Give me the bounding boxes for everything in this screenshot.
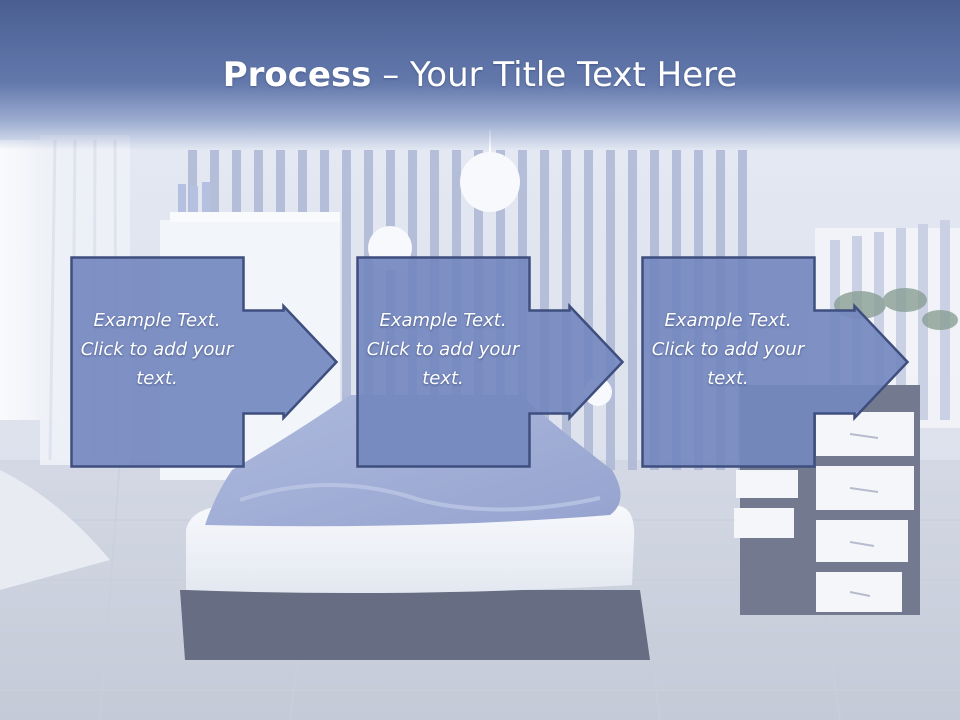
process-step-text[interactable]: Example Text. Click to add your text. bbox=[80, 310, 234, 389]
process-step-arrow-shape bbox=[641, 256, 910, 468]
title-rest-text: – Your Title Text Here bbox=[371, 55, 738, 95]
process-step-3[interactable]: Example Text. Click to add your text. bbox=[641, 256, 917, 468]
process-step-arrow-shape bbox=[70, 256, 339, 468]
slide-title[interactable]: Process – Your Title Text Here bbox=[0, 52, 960, 98]
title-bar bbox=[0, 0, 960, 150]
process-step-text[interactable]: Example Text. Click to add your text. bbox=[651, 310, 805, 389]
process-step-1[interactable]: Example Text. Click to add your text. bbox=[70, 256, 346, 468]
process-step-2[interactable]: Example Text. Click to add your text. bbox=[356, 256, 632, 468]
process-step-text[interactable]: Example Text. Click to add your text. bbox=[366, 310, 520, 389]
process-step-arrow-shape bbox=[356, 256, 625, 468]
title-strong-text: Process bbox=[222, 55, 372, 95]
